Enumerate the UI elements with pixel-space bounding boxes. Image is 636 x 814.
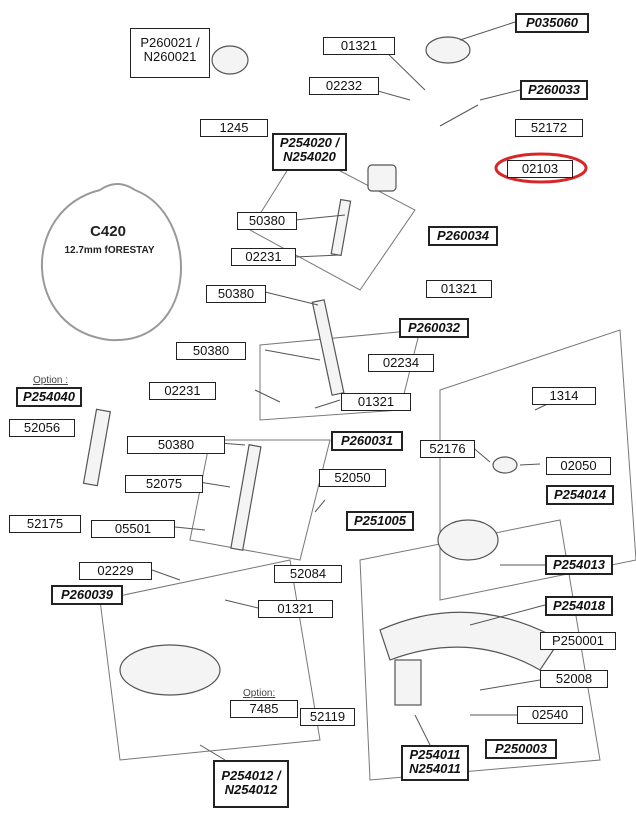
profile-desc: 12.7mm fORESTAY [64,245,155,256]
bottom-drum-icon [119,644,221,696]
part-label-52175: 52175 [9,515,81,533]
frame-drum [439,329,636,601]
part-label-52075: 52075 [125,475,203,493]
part-label-01321-c: 01321 [341,393,411,411]
part-label-p254018: P254018 [545,596,613,616]
guard-icon [379,611,561,671]
part-label-05501: 05501 [91,520,175,538]
tube-icon [330,198,352,257]
part-label-52084: 52084 [274,565,342,583]
part-label-50380-b: 50380 [206,285,266,303]
part-label-p254040: P254040 [16,387,82,407]
part-label-52176: 52176 [420,440,475,458]
part-label-02540: 02540 [517,706,583,724]
part-label-p250003: P250003 [485,739,557,759]
part-label-50380-c: 50380 [176,342,246,360]
part-label-7485: 7485 [230,700,298,718]
part-label-p035060: P035060 [515,13,589,33]
part-label-02103: 02103 [507,160,573,178]
part-label-p254011: P254011 N254011 [401,745,469,781]
drum-icon [437,519,499,561]
part-label-p260021: P260021 / N260021 [130,28,210,78]
bushing-icon [492,456,518,474]
part-label-p260039: P260039 [51,585,123,605]
swivel-body-icon [367,164,397,192]
part-label-02050: 02050 [546,457,611,475]
tube-icon [311,299,345,396]
part-label-52050: 52050 [319,469,386,487]
part-label-p254014: P254014 [546,485,614,505]
frame-lower-tubes [189,439,331,561]
part-label-01321-d: 01321 [258,600,333,618]
part-label-p260033: P260033 [520,80,588,100]
part-label-1314: 1314 [532,387,596,405]
part-label-p260034: P260034 [428,226,498,246]
part-label-50380-d: 50380 [127,436,225,454]
profile-code: C420 [90,223,126,240]
parts [82,36,561,706]
part-label-52119: 52119 [300,708,355,726]
part-label-01321-top: 01321 [323,37,395,55]
part-label-1245: 1245 [200,119,268,137]
part-label-02231-b: 02231 [149,382,216,400]
part-label-p260032: P260032 [399,318,469,338]
part-label-p250001: P250001 [540,632,616,650]
tube-icon [230,444,262,551]
part-label-p260031: P260031 [331,431,403,451]
part-label-50380-a: 50380 [237,212,297,230]
option-label-left: Option : [33,375,69,386]
swivel-top-icon [211,45,249,75]
foil-profile-icon [41,183,182,342]
part-label-52056: 52056 [9,419,75,437]
frame-bottom [99,559,321,761]
part-label-p251005: P251005 [346,511,414,531]
part-label-02231-a: 02231 [231,248,296,266]
sub-assembly-frames [99,149,636,781]
part-label-02229: 02229 [79,562,152,580]
part-label-52008: 52008 [540,670,608,688]
base-icon [394,659,422,706]
part-label-02234: 02234 [368,354,434,372]
tube-icon [82,408,112,487]
option-label-bottom: Option: [243,688,276,699]
part-label-01321-b: 01321 [426,280,492,298]
part-label-02232: 02232 [309,77,379,95]
part-label-p254020: P254020 / N254020 [272,133,347,171]
part-label-p254013: P254013 [545,555,613,575]
part-label-52172: 52172 [515,119,583,137]
part-label-p254012: P254012 / N254012 [213,760,289,808]
highlight-ellipse [494,152,588,184]
shackle-icon [425,36,471,64]
